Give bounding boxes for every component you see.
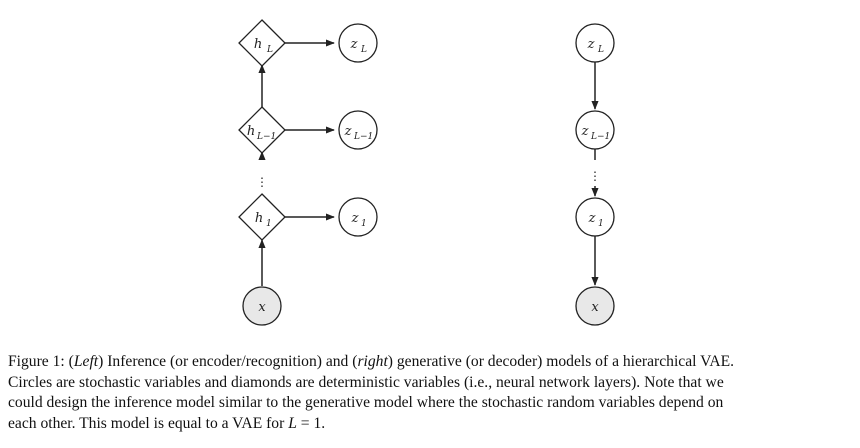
caption-paren: ( [68, 353, 74, 370]
hierarchical-vae-figure: ⋮ h L h L−1 h 1 [238, 19, 615, 326]
caption-line-1: Figure 1: (Left) Inference (or encoder/r… [8, 352, 854, 373]
circle-node-gen-z1: z 1 [575, 197, 615, 237]
diagram-canvas: ⋮ h L h L−1 h 1 [238, 19, 615, 326]
caption-paren: ( [352, 353, 358, 370]
node-subscript: L [360, 45, 367, 55]
caption-text: = 1. [296, 414, 326, 432]
circle-node-gen-zL: z L [575, 23, 615, 63]
node-subscript: 1 [361, 219, 367, 229]
node-subscript: L−1 [256, 132, 276, 142]
circle-node-z1: z 1 [338, 197, 378, 237]
circle-node-zL: z L [338, 23, 378, 63]
figure-caption: Figure 1: (Left) Inference (or encoder/r… [8, 352, 854, 434]
node-base: z [587, 37, 595, 52]
circle-node-x-observed: x [242, 286, 282, 326]
caption-left-word: Left [73, 353, 99, 370]
ellipsis-dots-left: ⋮ [256, 175, 268, 189]
caption-variable-L: L [288, 414, 297, 432]
node-base: h [247, 124, 255, 139]
caption-text: each other. This model is equal to a VAE… [8, 414, 289, 432]
diamond-node-hL: h L [238, 19, 286, 67]
node-base: z [351, 211, 359, 226]
node-base: z [588, 211, 596, 226]
node-subscript: L [266, 45, 273, 55]
node-base: z [350, 37, 358, 52]
diamond-node-h1: h 1 [238, 193, 286, 241]
node-subscript: 1 [598, 219, 604, 229]
figure-label: Figure 1: [8, 353, 69, 370]
caption-line-2: Circles are stochastic variables and dia… [8, 373, 724, 391]
node-base: z [344, 124, 352, 139]
ellipsis-dots-right: ⋮ [589, 169, 601, 183]
node-base: x [591, 300, 599, 315]
node-base: h [254, 37, 262, 52]
circle-node-zL-1: z L−1 [338, 110, 378, 150]
circle-node-gen-zL-1: z L−1 [575, 110, 615, 150]
caption-text: Inference (or encoder/recognition) and [103, 353, 353, 370]
node-subscript: L−1 [353, 132, 373, 142]
caption-text: generative (or decoder) models of a hier… [392, 353, 735, 370]
node-subscript: 1 [266, 219, 272, 229]
node-base: x [258, 300, 266, 315]
node-base: h [255, 211, 263, 226]
caption-line-4: each other. This model is equal to a VAE… [8, 414, 854, 435]
generative-model: ⋮ z L z L−1 z 1 x [575, 23, 615, 326]
node-subscript: L−1 [590, 132, 610, 142]
caption-paren: ) [98, 353, 104, 370]
diamond-node-hL-1: h L−1 [238, 106, 286, 154]
circle-node-gen-x-observed: x [575, 286, 615, 326]
node-base: z [581, 124, 589, 139]
caption-right-word: right [357, 353, 388, 370]
inference-model: ⋮ h L h L−1 h 1 [238, 19, 378, 326]
node-subscript: L [597, 45, 604, 55]
caption-paren: ) [387, 353, 393, 370]
caption-line-3: could design the inference model similar… [8, 394, 724, 411]
